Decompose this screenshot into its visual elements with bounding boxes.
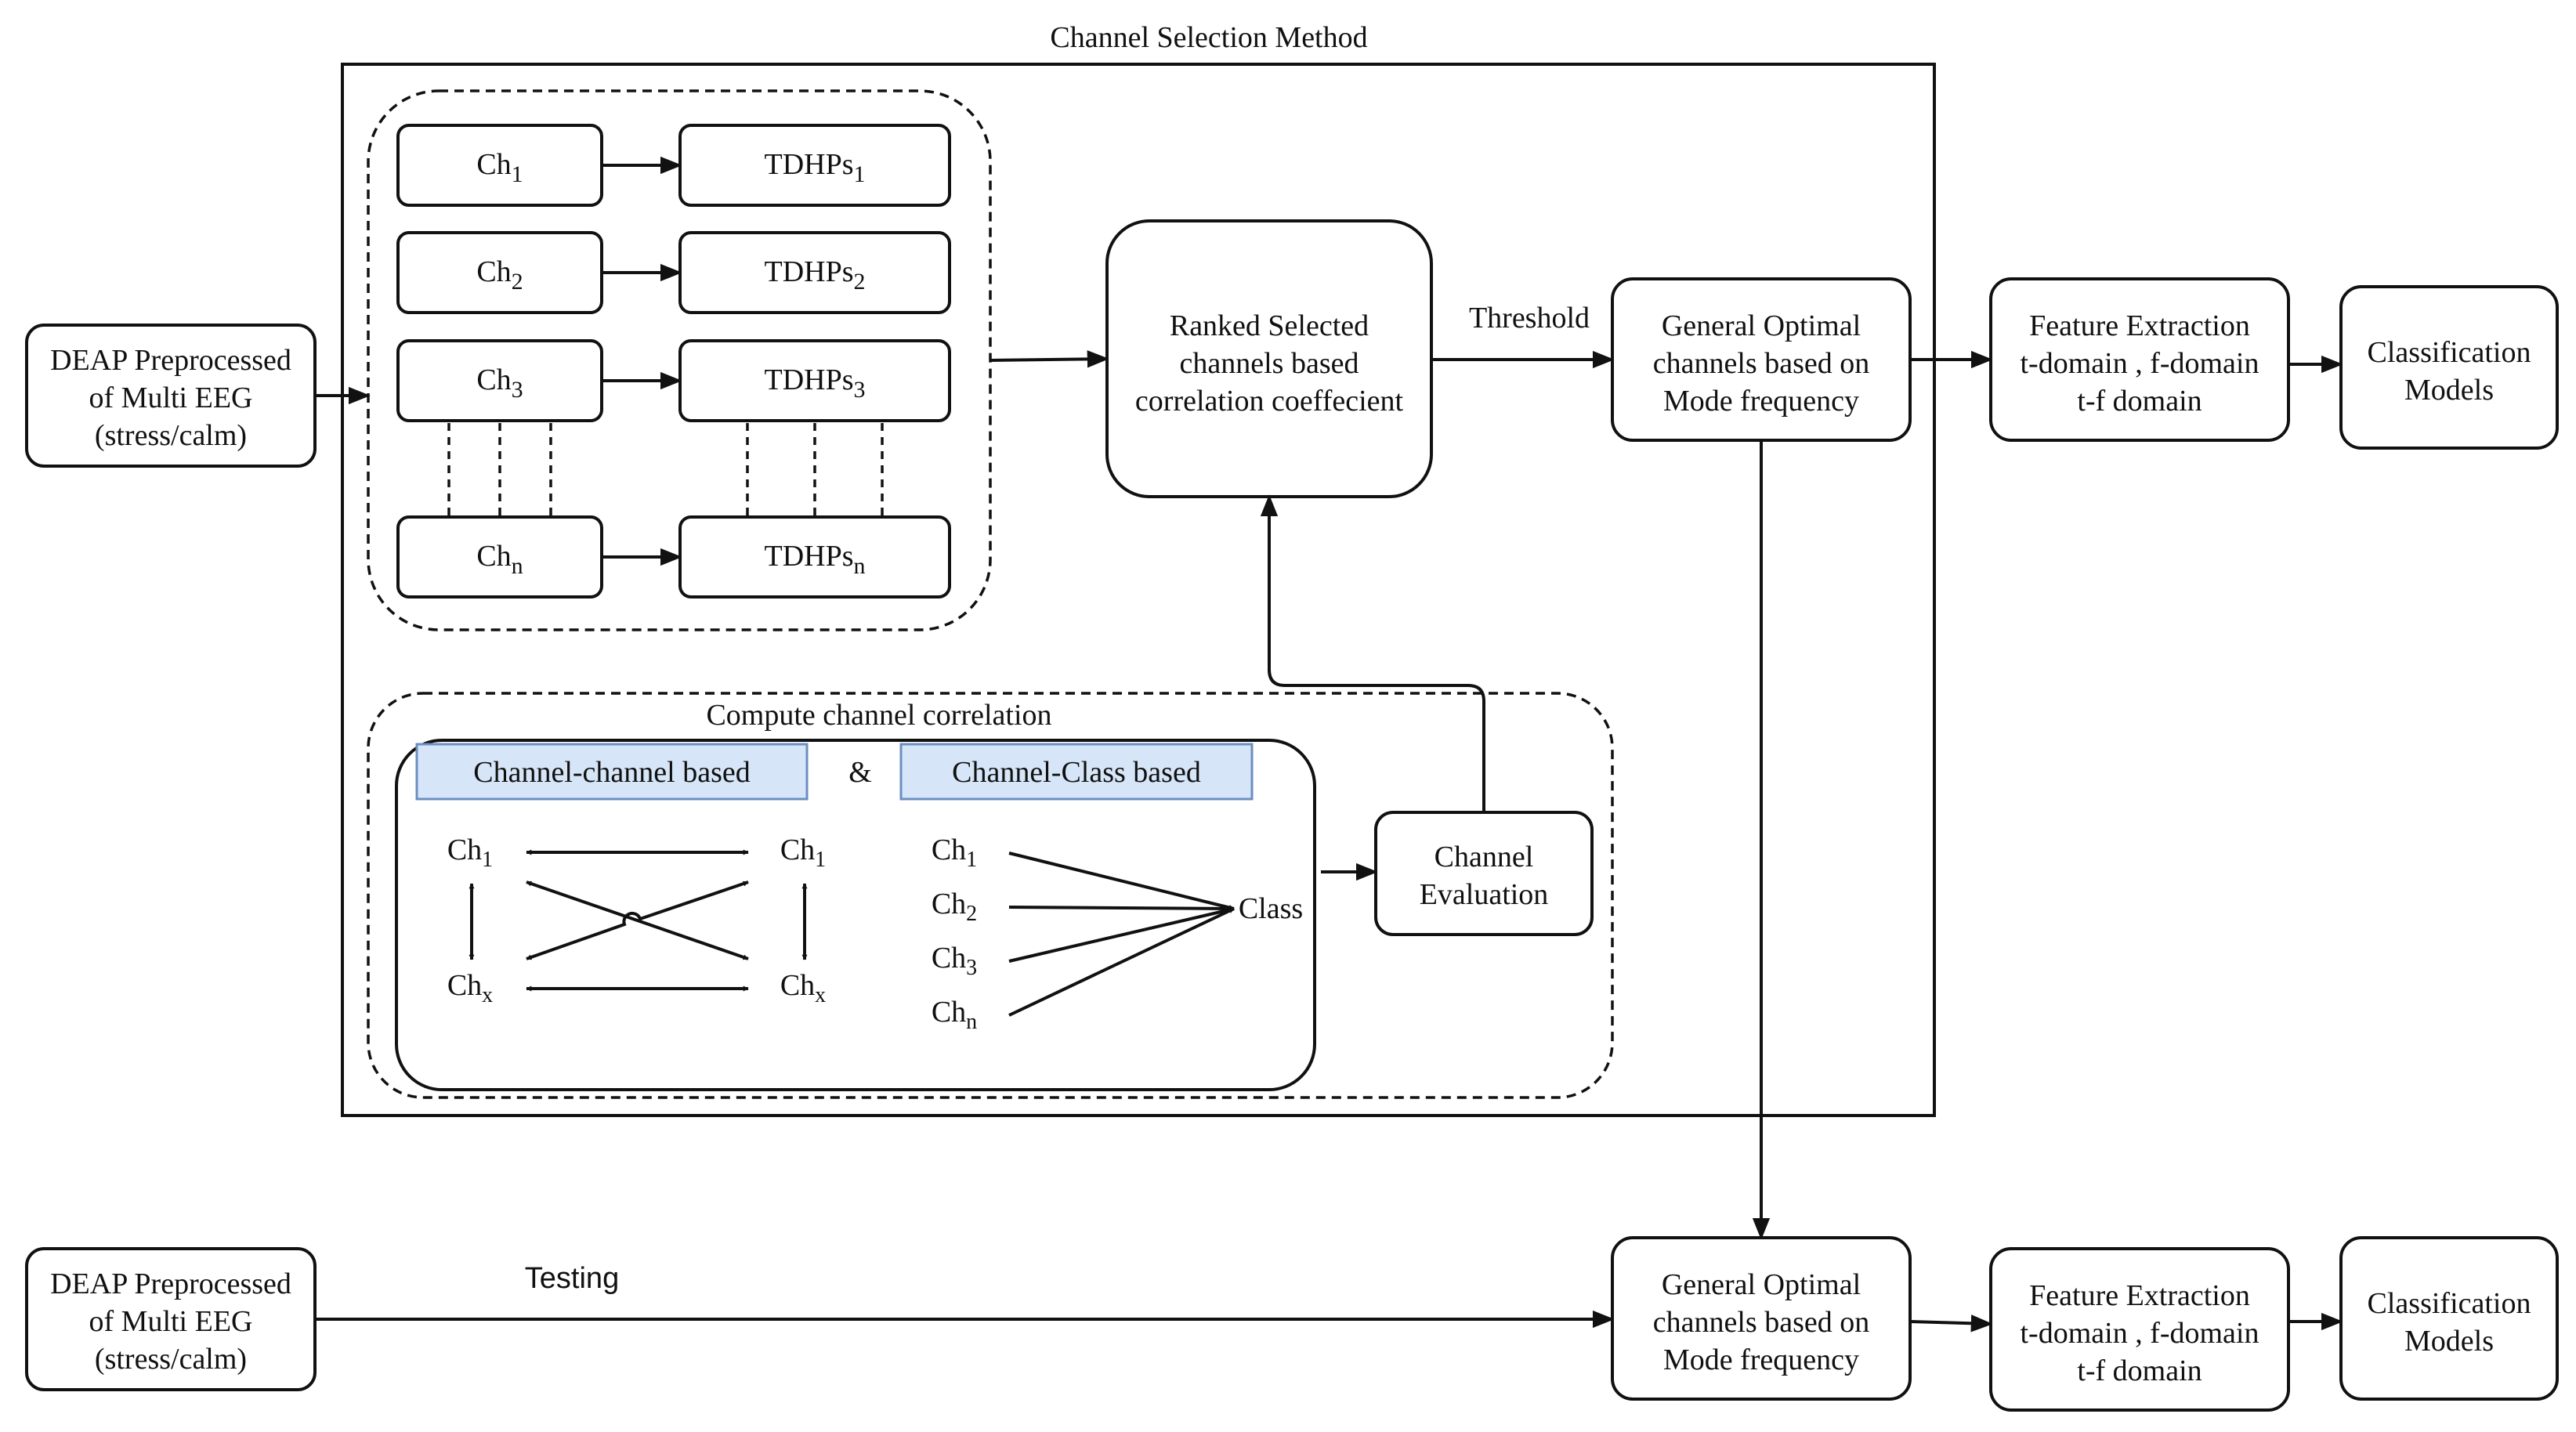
svg-text:TDHPsn: TDHPsn: [764, 540, 865, 579]
svg-text:Channel-Class based: Channel-Class based: [952, 756, 1201, 789]
svg-text:Channel: Channel: [1435, 841, 1534, 873]
svg-text:General Optimal: General Optimal: [1662, 309, 1861, 342]
svg-text:Channel-channel based: Channel-channel based: [473, 756, 750, 789]
svg-text:channels based: channels based: [1180, 347, 1359, 380]
svg-text:DEAP Preprocessed: DEAP Preprocessed: [50, 1267, 291, 1300]
svg-text:Mode frequency: Mode frequency: [1663, 1343, 1859, 1376]
svg-text:channels based on: channels based on: [1653, 1306, 1869, 1339]
svg-text:t-f domain: t-f domain: [2077, 385, 2202, 418]
tag-channel-class: Channel-Class based: [899, 743, 1254, 801]
svg-text:Chn: Chn: [476, 540, 523, 579]
svg-text:correlation coeffecient: correlation coeffecient: [1135, 385, 1404, 418]
tag-channel-channel: Channel-channel based: [415, 743, 809, 801]
svg-text:Ch2: Ch2: [476, 255, 523, 295]
class-ch-2: Ch2: [932, 888, 977, 926]
general-optimal-box-top: General Optimal channels based on Mode f…: [1611, 277, 1912, 442]
svg-text:(stress/calm): (stress/calm): [95, 1343, 247, 1376]
svg-text:channels based on: channels based on: [1653, 347, 1869, 380]
testing-label: Testing: [525, 1262, 619, 1295]
input-box-bottom: DEAP Preprocessed of Multi EEG (stress/c…: [25, 1247, 317, 1391]
class-ch-n: Chn: [932, 996, 977, 1034]
svg-text:Feature Extraction: Feature Extraction: [2029, 1279, 2250, 1312]
channel-row-2: Ch2 TDHPs2: [396, 231, 951, 314]
channel-row-n: Chn TDHPsn: [396, 515, 951, 598]
svg-text:TDHPs2: TDHPs2: [764, 255, 865, 295]
svg-text:TDHPs3: TDHPs3: [764, 363, 865, 403]
channel-row-3: Ch3 TDHPs3: [396, 339, 951, 422]
class-ch-3: Ch3: [932, 942, 977, 980]
svg-text:General Optimal: General Optimal: [1662, 1268, 1861, 1301]
svg-text:Evaluation: Evaluation: [1420, 878, 1549, 911]
svg-text:Models: Models: [2404, 374, 2494, 407]
threshold-label: Threshold: [1469, 302, 1590, 334]
svg-text:t-f domain: t-f domain: [2077, 1354, 2202, 1387]
classification-box-top: Classification Models: [2339, 285, 2559, 450]
svg-text:TDHPs1: TDHPs1: [764, 148, 865, 187]
svg-text:t-domain , f-domain: t-domain , f-domain: [2021, 1317, 2259, 1350]
svg-text:Feature Extraction: Feature Extraction: [2029, 309, 2250, 342]
classification-box-bottom: Classification Models: [2339, 1236, 2559, 1401]
cc-label-tl: Ch1: [447, 834, 493, 872]
arrow-general-to-feature-bottom: [1909, 1314, 1993, 1333]
method-frame: [341, 63, 1936, 1117]
ampersand: &: [848, 756, 872, 789]
general-optimal-box-bottom: General Optimal channels based on Mode f…: [1611, 1236, 1912, 1401]
channel-class-diagram: Ch1 Ch2 Ch3 Chn Class: [932, 834, 1303, 1034]
channel-evaluation-box: Channel Evaluation: [1374, 811, 1594, 936]
channel-row-1: Ch1 TDHPs1: [396, 124, 951, 207]
svg-text:of Multi EEG: of Multi EEG: [89, 1305, 253, 1338]
cc-label-tr: Ch1: [780, 834, 826, 872]
cc-label-br: Chx: [780, 969, 826, 1007]
svg-text:Ranked Selected: Ranked Selected: [1170, 309, 1369, 342]
input-line1: DEAP Preprocessed: [50, 344, 291, 377]
channel-ellipsis-lines: [447, 423, 884, 517]
svg-text:t-domain , f-domain: t-domain , f-domain: [2021, 347, 2259, 380]
cc-label-bl: Chx: [447, 969, 493, 1007]
arrow-evaluation-to-ranked: [1260, 494, 1485, 812]
feature-extraction-box-bottom: Feature Extraction t-domain , f-domain t…: [1989, 1247, 2290, 1412]
method-title: Channel Selection Method: [1050, 21, 1367, 54]
class-ch-1: Ch1: [932, 834, 977, 872]
input-line2: of Multi EEG: [89, 382, 253, 414]
ranked-box: Ranked Selected channels based correlati…: [1105, 219, 1433, 498]
svg-text:Ch1: Ch1: [476, 148, 523, 187]
channel-channel-diagram: Ch1 Ch1 Chx Chx: [447, 834, 826, 1007]
feature-extraction-box-top: Feature Extraction t-domain , f-domain t…: [1989, 277, 2290, 442]
correlation-title: Compute channel correlation: [706, 699, 1051, 732]
arrow-channels-to-ranked: [990, 350, 1109, 368]
correlation-panel: [395, 739, 1316, 1091]
input-line3: (stress/calm): [95, 419, 247, 452]
svg-text:Mode frequency: Mode frequency: [1663, 385, 1859, 418]
correlation-region: [367, 692, 1614, 1099]
svg-text:Models: Models: [2404, 1325, 2494, 1358]
input-box-top: DEAP Preprocessed of Multi EEG (stress/c…: [25, 324, 317, 468]
class-label: Class: [1239, 892, 1303, 925]
svg-text:Classification: Classification: [2368, 336, 2531, 369]
svg-text:Ch3: Ch3: [476, 363, 523, 403]
svg-text:Classification: Classification: [2368, 1287, 2531, 1320]
